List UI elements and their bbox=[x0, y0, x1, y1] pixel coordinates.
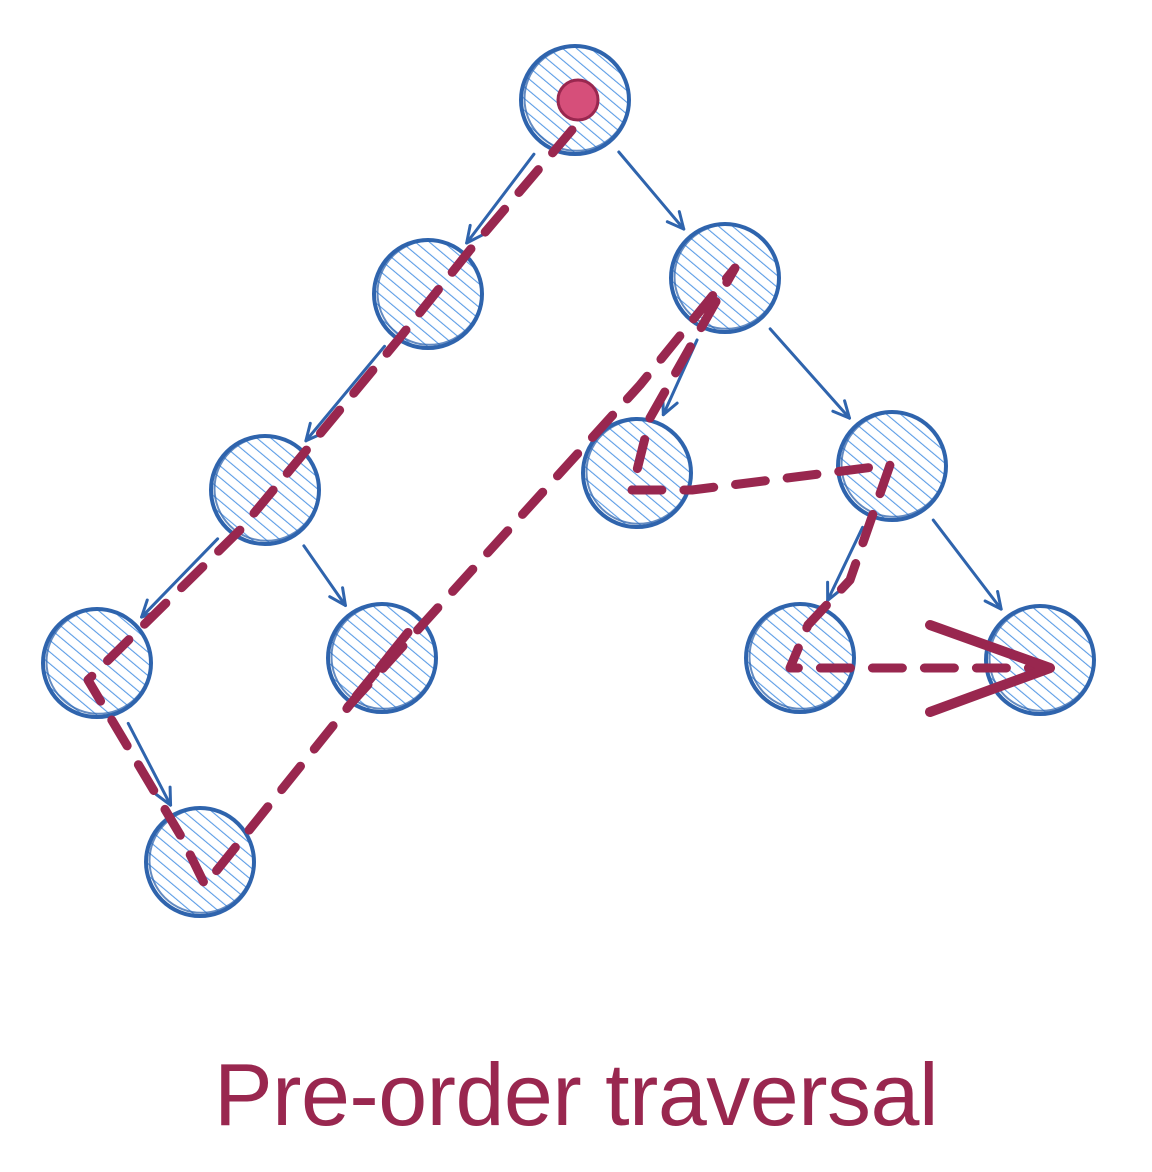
tree-edge-root-r bbox=[617, 150, 686, 231]
tree-edge-l-ll bbox=[304, 344, 387, 443]
tree-edge-lll-lllr bbox=[126, 721, 173, 807]
tree-node-rrl bbox=[744, 602, 856, 714]
start-marker-dot bbox=[556, 78, 600, 122]
tree-edges bbox=[126, 150, 1003, 807]
tree-nodes bbox=[41, 44, 1096, 918]
traversal-path-line bbox=[83, 125, 1040, 890]
traversal-arrowhead bbox=[925, 620, 1055, 717]
diagram-caption: Pre-order traversal bbox=[213, 1045, 939, 1144]
tree-edge-ll-llr bbox=[302, 544, 347, 607]
tree-edge-r-rr bbox=[768, 327, 851, 420]
tree-edge-rr-rrr bbox=[931, 518, 1003, 611]
tree-node-lllr bbox=[144, 806, 256, 918]
traversal-path bbox=[83, 125, 1055, 890]
tree-edge-rr-rrl bbox=[826, 525, 865, 602]
tree-node-lll bbox=[41, 607, 153, 719]
tree-edge-root-l bbox=[465, 152, 536, 245]
tree-edge-ll-lll bbox=[140, 537, 220, 619]
start-marker-layer bbox=[556, 78, 600, 122]
